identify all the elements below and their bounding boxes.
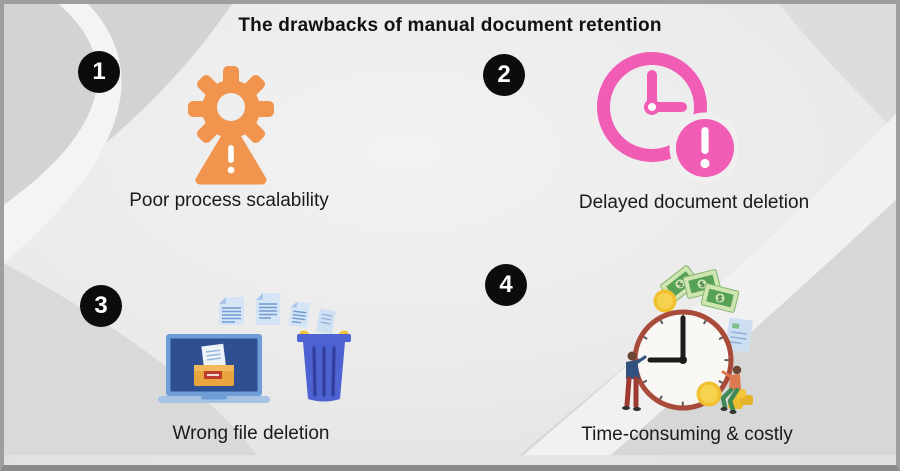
laptop-trash-icon <box>158 293 351 403</box>
gear-warning-icon <box>183 58 281 186</box>
clock-money-icon: $ $ $ <box>622 265 753 414</box>
item-4-number-badge: 4 <box>485 264 527 306</box>
item-2-number-badge: 2 <box>483 54 525 96</box>
person-sitting-icon <box>720 365 742 414</box>
gold-coin-icon <box>696 381 722 407</box>
person-standing-icon <box>622 351 647 411</box>
receipt-card-icon <box>725 317 753 353</box>
svg-text:$: $ <box>698 279 706 289</box>
exclamation-circle-icon <box>669 112 738 184</box>
clock-warning-icon <box>597 52 738 184</box>
svg-text:$: $ <box>675 279 685 290</box>
item-3-number-badge: 3 <box>80 285 122 327</box>
svg-text:$: $ <box>716 293 724 303</box>
gold-coin-icon <box>653 289 677 313</box>
clock-ring-icon <box>597 52 707 162</box>
item-3-label: Wrong file deletion <box>172 423 330 444</box>
item-1-number-badge: 1 <box>78 51 120 93</box>
infographic-title: The drawbacks of manual document retenti… <box>238 15 662 36</box>
item-4-label: Time-consuming & costly <box>581 424 793 445</box>
background-swoosh <box>4 4 896 465</box>
item-2-label: Delayed document deletion <box>578 192 810 213</box>
laptop-icon <box>158 334 270 403</box>
money-bills-icon: $ $ $ <box>660 265 740 313</box>
warning-triangle-icon <box>195 123 267 185</box>
item-1-label: Poor process scalability <box>129 190 329 211</box>
flying-documents-icon <box>219 293 311 328</box>
trash-bin-icon <box>297 308 351 402</box>
